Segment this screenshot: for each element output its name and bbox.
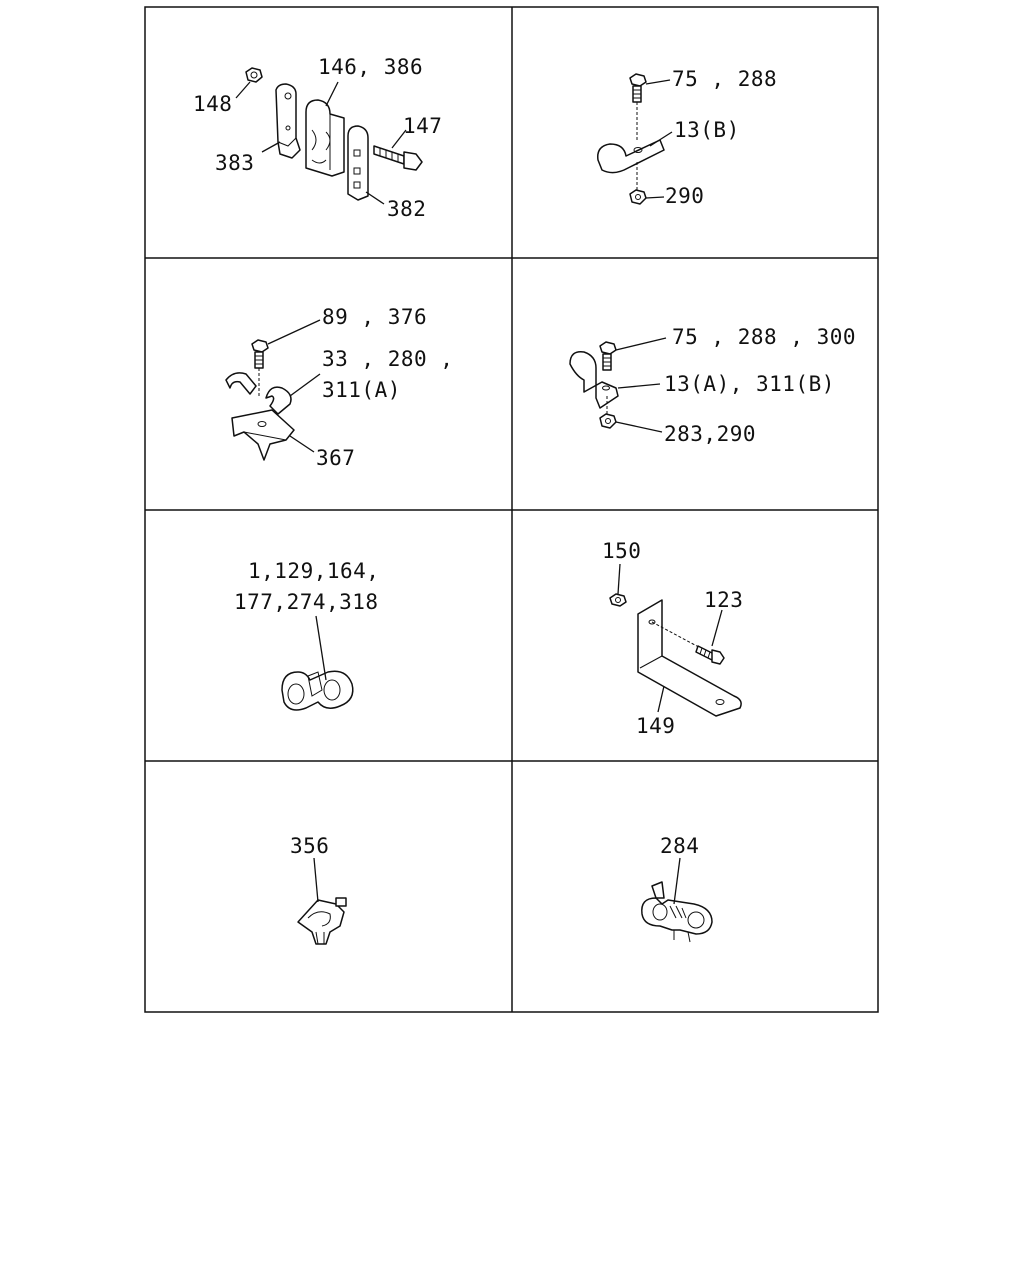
part-label: 33 , 280 , [322,347,453,371]
part-label: 382 [387,197,426,221]
part-label: 177,274,318 [234,590,379,614]
part-label: 146, 386 [318,55,423,79]
push-clip-part [297,897,347,945]
cell-wire-clip: 284 [641,834,713,943]
bolt-part [629,73,647,103]
cell-single-clip: 75 , 288 13(B) 290 [597,67,777,208]
part-label: 150 [602,539,641,563]
nut-part [609,593,627,607]
part-label: 290 [665,184,704,208]
part-label: 283,290 [664,422,756,446]
part-label: 75 , 288 [672,67,777,91]
clamp-plate-part [347,125,369,201]
nut-part [599,413,617,429]
clamp-body-part [305,99,345,177]
part-label: 356 [290,834,329,858]
part-label: 1,129,164, [248,559,379,583]
cell-l-bracket: 150 123 149 [602,539,743,738]
bolt-part [695,645,725,665]
bolt-part [599,341,617,371]
part-label: 383 [215,151,254,175]
cell-clamp-assembly: 146, 386 148 147 383 382 [193,55,442,221]
nut-part [245,67,263,83]
clip-bracket-part [569,351,619,409]
part-label: 148 [193,92,232,116]
part-label: 311(A) [322,378,401,402]
cell-double-clip: 1,129,164, 177,274,318 [234,559,379,711]
part-label: 13(B) [674,118,740,142]
cell-push-clip: 356 [290,834,347,945]
bolt-part [373,145,423,171]
split-clamp-part [225,372,292,415]
part-label: 13(A), 311(B) [664,372,835,396]
bracket-tab-part [275,83,301,159]
part-label: 89 , 376 [322,305,427,329]
part-label: 123 [704,588,743,612]
cell-split-clamp: 89 , 376 33 , 280 , 311(A) 367 [225,305,453,470]
bracket-part [231,409,295,461]
clip-part [597,139,665,174]
bolt-part [251,339,269,369]
nut-part [629,189,647,205]
diagram-grid [144,6,879,1013]
part-label: 147 [403,114,442,138]
part-label: 75 , 288 , 300 [672,325,856,349]
double-clip-part [281,670,354,711]
part-label: 284 [660,834,699,858]
wire-clip-part [641,881,713,943]
l-bracket-part [637,599,742,717]
cell-bracket-clip: 75 , 288 , 300 13(A), 311(B) 283,290 [569,325,856,446]
part-label: 149 [636,714,675,738]
part-label: 367 [316,446,355,470]
